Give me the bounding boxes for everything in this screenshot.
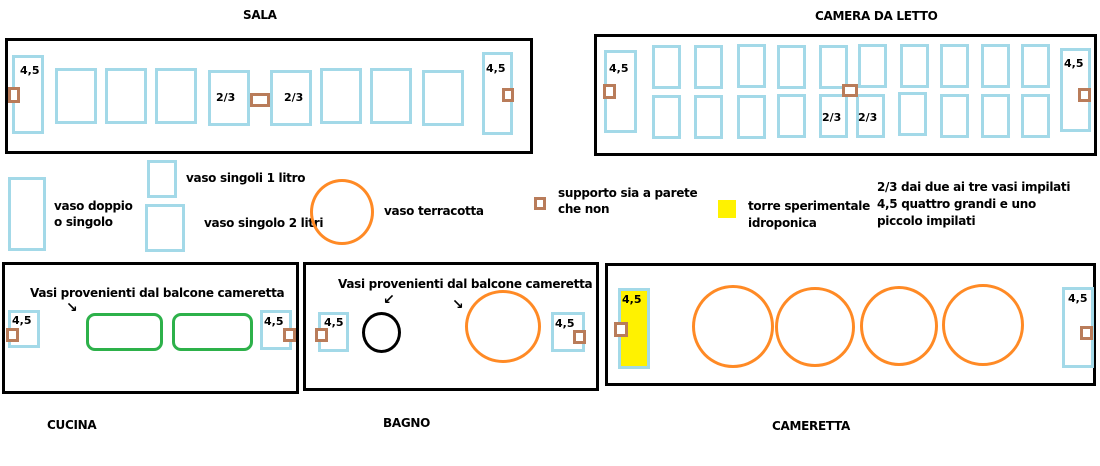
support [8, 87, 20, 103]
pot [898, 92, 927, 136]
legend-1l-pot [147, 160, 177, 198]
legend-terracotta-pot [310, 179, 374, 245]
pot [652, 45, 681, 89]
pot [105, 68, 147, 124]
room-cameretta [605, 263, 1096, 386]
legend-support [534, 197, 546, 210]
legend-tower [718, 200, 736, 218]
pot [1021, 94, 1050, 138]
room-bagno [303, 262, 599, 391]
pot-label: 4,5 [1064, 57, 1084, 70]
pot [320, 68, 362, 124]
pot-label: 4,5 [324, 316, 344, 329]
pot-label: 4,5 [1068, 292, 1088, 305]
support [614, 322, 628, 337]
terracotta-pot [860, 286, 938, 366]
pot-label: 4,5 [20, 64, 40, 77]
room-camera-da-letto [594, 34, 1097, 156]
pot-label: 4,5 [555, 317, 575, 330]
pot [155, 68, 197, 124]
pot [55, 68, 97, 124]
pot [856, 94, 885, 138]
pot-label: 4,5 [609, 62, 629, 75]
legend-terracotta-text: vaso terracotta [384, 204, 484, 218]
pot [981, 44, 1010, 88]
title-bagno: BAGNO [383, 416, 431, 430]
pot-label: 4,5 [264, 315, 284, 328]
legend-2l-text: vaso singolo 2 litri [204, 216, 324, 230]
title-sala: SALA [243, 8, 277, 22]
pot-label: 4,5 [622, 293, 642, 306]
pot-label: 4,5 [12, 314, 32, 327]
pot [819, 45, 848, 89]
pot [940, 44, 969, 88]
pot-label: 4,5 [486, 62, 506, 75]
terracotta-pot [465, 290, 541, 363]
support [842, 84, 858, 97]
pot [900, 44, 929, 88]
pot [777, 94, 806, 138]
balcony-pot [172, 313, 253, 351]
terracotta-pot [775, 287, 855, 367]
support [283, 328, 296, 342]
support [603, 84, 616, 99]
support [573, 330, 586, 344]
pot [1021, 44, 1050, 88]
pot [819, 94, 848, 138]
pot [940, 94, 969, 138]
balcony-pot [86, 313, 163, 351]
title-camera: CAMERA DA LETTO [815, 9, 938, 23]
arrow-icon: ↘ [66, 300, 78, 316]
pot [270, 70, 312, 126]
pot [208, 70, 250, 126]
terracotta-pot [942, 284, 1024, 366]
support [6, 328, 19, 342]
pot [737, 44, 766, 88]
pot [370, 68, 412, 124]
legend-2l-pot [145, 204, 185, 252]
pot-label: 2/3 [858, 111, 878, 124]
pot-label: 2/3 [216, 91, 236, 104]
pot [858, 44, 887, 88]
support [1078, 88, 1091, 102]
pot [694, 45, 723, 89]
support [1080, 326, 1093, 340]
pot-label: 2/3 [822, 111, 842, 124]
black-round-pot [362, 312, 401, 353]
pot [777, 45, 806, 89]
legend-double-pot [8, 177, 46, 251]
support [315, 328, 328, 342]
title-cucina: CUCINA [47, 418, 97, 432]
pot [652, 95, 681, 139]
pot [694, 95, 723, 139]
terracotta-pot [692, 285, 774, 368]
support [502, 88, 514, 102]
room-cucina [2, 262, 299, 394]
arrow-icon: ↙ [383, 292, 395, 308]
title-cameretta: CAMERETTA [772, 419, 850, 433]
room-sala [5, 38, 533, 154]
pot [981, 94, 1010, 138]
balcony-note: Vasi provenienti dal balcone cameretta [30, 286, 285, 300]
pot [422, 70, 464, 126]
pot [737, 95, 766, 139]
arrow-icon: ↘ [452, 297, 464, 313]
pot-label: 2/3 [284, 91, 304, 104]
support [250, 93, 270, 107]
legend-1l-text: vaso singoli 1 litro [186, 171, 306, 185]
balcony-note: Vasi provenienti dal balcone cameretta [338, 277, 593, 291]
